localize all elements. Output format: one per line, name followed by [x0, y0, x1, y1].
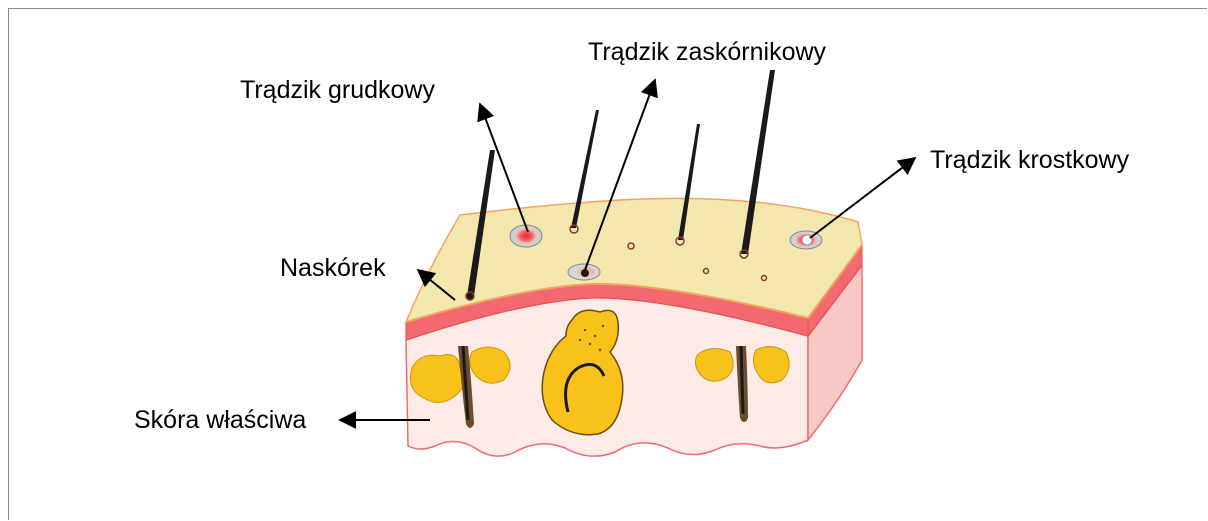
comedone-lesion [568, 264, 600, 280]
label-comedonal-acne: Trądzik zaskórnikowy [588, 40, 826, 65]
label-dermis: Skóra właściwa [134, 408, 306, 433]
label-papular-acne: Trądzik grudkowy [240, 78, 435, 103]
arrow-pustular [810, 158, 915, 238]
label-epidermis: Naskórek [280, 256, 386, 281]
label-pustular-acne: Trądzik krostkowy [930, 148, 1129, 173]
